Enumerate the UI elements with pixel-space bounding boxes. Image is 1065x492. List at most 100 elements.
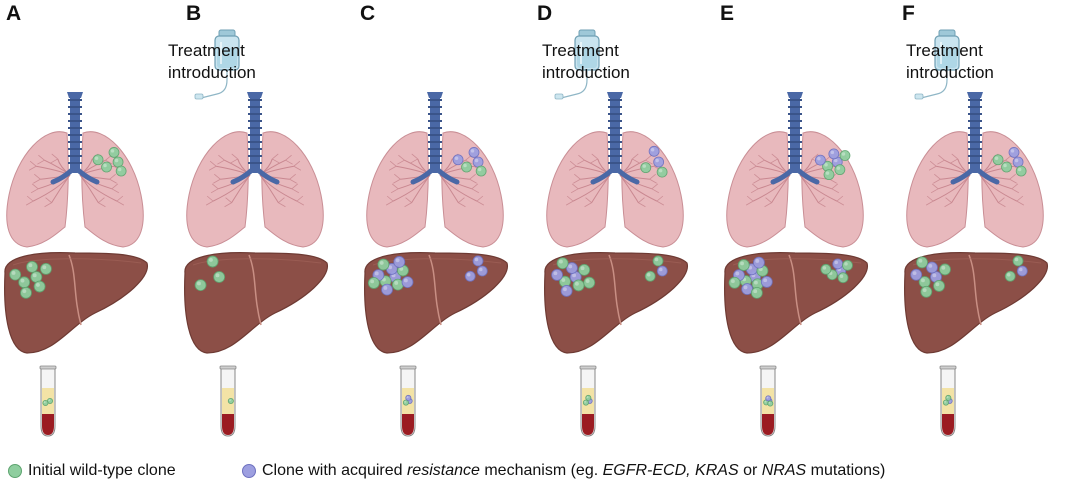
legend-wild-label: Initial wild-type clone bbox=[28, 462, 176, 479]
treatment-line2: introduction bbox=[906, 63, 994, 82]
wild-type-clone bbox=[20, 286, 32, 299]
resistant-clone bbox=[393, 256, 406, 268]
wild-type-clone bbox=[822, 160, 833, 172]
blood-cells bbox=[942, 414, 954, 435]
wild-type-clone bbox=[939, 263, 951, 276]
wild-type-clone bbox=[583, 276, 596, 289]
lungs-icon bbox=[6, 92, 144, 248]
panel-letter-c: C bbox=[360, 2, 376, 25]
resistant-clone-icon bbox=[242, 464, 256, 478]
liver bbox=[4, 252, 148, 354]
wild-type-clone bbox=[1015, 165, 1027, 177]
wild-type-clone bbox=[992, 154, 1004, 166]
treatment-line1: Treatment bbox=[906, 41, 983, 60]
wild-type-clone bbox=[750, 286, 763, 299]
liver-tumor-right bbox=[820, 258, 853, 284]
resistant-clone bbox=[814, 154, 826, 166]
liver-icon bbox=[4, 252, 148, 354]
resistant-clone bbox=[1012, 156, 1024, 168]
wild-type-clone bbox=[945, 394, 952, 401]
resistant-clone bbox=[476, 265, 488, 277]
wild-type-clone bbox=[916, 256, 928, 269]
wild-type-clone bbox=[640, 162, 652, 174]
blood-cells bbox=[222, 414, 234, 435]
wild-type-clone bbox=[644, 270, 656, 282]
iv-bag-icon bbox=[194, 29, 240, 100]
liver-ligament bbox=[248, 254, 262, 326]
wild-type-clone bbox=[572, 279, 585, 292]
wild-type-clone bbox=[206, 255, 219, 268]
wild-type-clone bbox=[42, 399, 49, 406]
wild-type-clone bbox=[101, 161, 112, 173]
resistant-clone bbox=[910, 268, 923, 281]
blood-tube-icon bbox=[219, 365, 237, 437]
resistant-clone bbox=[656, 265, 668, 277]
wild-type-clone bbox=[40, 263, 52, 275]
liver-tumor-left bbox=[194, 255, 226, 292]
resistant-clone bbox=[405, 394, 412, 401]
resistant-clone bbox=[1008, 147, 1020, 158]
legend-resistant: Clone with acquired resistance mechanism… bbox=[242, 462, 885, 480]
panel-a bbox=[4, 92, 148, 437]
wild-type-clone bbox=[918, 276, 931, 288]
blood-tube-icon bbox=[759, 365, 777, 437]
wild-type-clone bbox=[18, 276, 31, 289]
wild-type-clone bbox=[839, 150, 851, 161]
liver bbox=[184, 252, 328, 354]
blood-tube-icon bbox=[399, 365, 417, 437]
wild-type-clone bbox=[933, 280, 945, 292]
treatment-line1: Treatment bbox=[542, 41, 619, 60]
liver-icon bbox=[544, 252, 688, 354]
wild-type-clone bbox=[834, 164, 846, 176]
treatment-label-f: Treatment introduction bbox=[906, 40, 994, 84]
treatment-label-b: Treatment introduction bbox=[168, 40, 256, 84]
resistant-clone bbox=[648, 145, 660, 157]
ctdna-clones bbox=[227, 397, 234, 404]
ctdna-clones bbox=[582, 394, 593, 406]
lungs-icon bbox=[186, 92, 324, 248]
resistant-clone bbox=[560, 285, 573, 297]
lungs-icon bbox=[726, 92, 864, 248]
blood-tube-icon bbox=[39, 365, 57, 437]
wild-type-clone bbox=[737, 259, 750, 271]
wild-type-clone bbox=[942, 399, 949, 406]
resistant-clone bbox=[401, 276, 414, 289]
wild-type-clone bbox=[578, 263, 591, 276]
resistant-clone bbox=[468, 147, 480, 158]
resistant-clone bbox=[452, 154, 464, 166]
resistant-clone bbox=[832, 258, 844, 270]
resistant-clone bbox=[472, 156, 484, 168]
panel-b bbox=[184, 29, 328, 437]
lungs-icon bbox=[366, 92, 504, 248]
wild-type-clone bbox=[213, 271, 226, 283]
panel-c bbox=[364, 92, 508, 437]
panel-e bbox=[724, 92, 868, 437]
resistant-clone bbox=[464, 270, 476, 282]
liver-ligament bbox=[68, 254, 82, 326]
liver-tumor-right bbox=[464, 255, 488, 282]
lung-tumor bbox=[92, 147, 127, 177]
wild-type-clone bbox=[1001, 161, 1012, 173]
wild-type-clone bbox=[920, 285, 933, 298]
resistant-clone bbox=[381, 283, 393, 296]
wild-type-clone bbox=[837, 272, 849, 284]
blood-cells bbox=[42, 414, 54, 435]
lungs-icon bbox=[546, 92, 684, 248]
lungs-icon bbox=[906, 92, 1044, 248]
liver-ligament bbox=[428, 254, 442, 326]
treatment-line2: introduction bbox=[542, 63, 630, 82]
ctdna-clones bbox=[42, 397, 54, 406]
panel-letter-a: A bbox=[6, 2, 22, 25]
wild-type-clone bbox=[652, 255, 664, 267]
wild-type-clone bbox=[556, 257, 569, 270]
wild-type-clone bbox=[227, 397, 234, 404]
treatment-label-d: Treatment introduction bbox=[542, 40, 630, 84]
wild-type-clone bbox=[767, 400, 774, 407]
legend-gene2: NRAS bbox=[761, 462, 807, 479]
treatment-line2: introduction bbox=[168, 63, 256, 82]
blood-cells bbox=[402, 414, 414, 435]
lung-tumor bbox=[452, 147, 487, 177]
resistant-clone bbox=[653, 156, 665, 168]
wild-type-clone bbox=[585, 394, 592, 401]
